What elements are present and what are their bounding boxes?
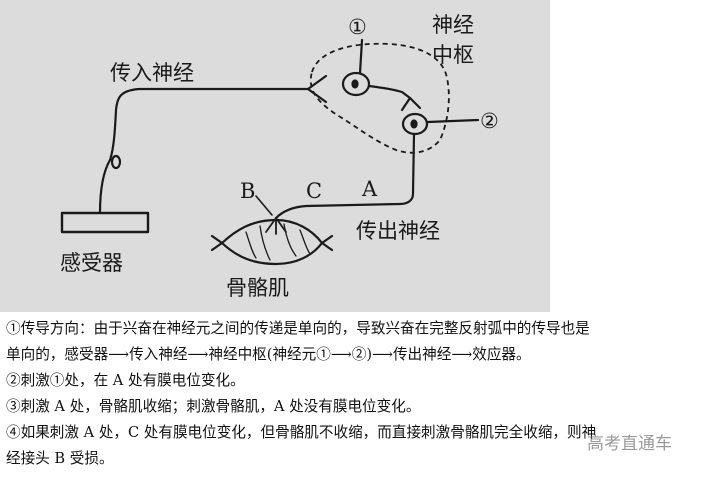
neuron-2-label: ② bbox=[480, 109, 499, 133]
skeletal-muscle-shape bbox=[220, 218, 324, 266]
nerve-center-dashed-outline bbox=[309, 42, 450, 154]
receptor-box bbox=[60, 211, 150, 234]
point-b-label: B bbox=[240, 179, 255, 203]
receptor-label: 感受器 bbox=[60, 251, 123, 275]
skeletal-muscle-label: 骨骼肌 bbox=[226, 276, 289, 300]
junction-b-endings bbox=[265, 217, 287, 235]
neuron-1-nucleus bbox=[351, 79, 359, 89]
synapse-fork-2 bbox=[400, 96, 422, 112]
efferent-nerve-label: 传出神经 bbox=[356, 219, 440, 243]
afferent-nerve-line bbox=[98, 87, 310, 215]
nerve-center-label-line2: 中枢 bbox=[432, 43, 474, 67]
reflex-arc-diagram: 传入神经 神经 中枢 ① ② 传出神经 感受器 骨骼肌 A B C bbox=[0, 0, 550, 312]
muscle-tendon-right bbox=[320, 234, 334, 252]
neuron-1-axon-up bbox=[358, 38, 364, 75]
neuron-1-label: ① bbox=[348, 15, 367, 39]
explanation-line: 经接头 B 受损。 bbox=[6, 450, 114, 467]
afferent-nerve-label: 传入神经 bbox=[110, 61, 194, 85]
neuron-1-body bbox=[341, 71, 371, 97]
watermark: 高考直通车 bbox=[587, 434, 672, 454]
efferent-nerve-line bbox=[274, 132, 416, 220]
nerve-center-label-line1: 神经 bbox=[432, 13, 474, 37]
explanation-text: ①传导方向：由于兴奋在神经元之间的传递是单向的，导致兴奋在完整反射弧中的传导也是… bbox=[6, 316, 706, 472]
muscle-striations bbox=[245, 223, 311, 261]
point-a-label: A bbox=[361, 177, 378, 201]
explanation-line: ①传导方向：由于兴奋在神经元之间的传递是单向的，导致兴奋在完整反射弧中的传导也是 bbox=[6, 320, 590, 337]
explanation-line: ②刺激①处，在 A 处有膜电位变化。 bbox=[6, 372, 245, 389]
reflex-arc-svg: 传入神经 神经 中枢 ① ② 传出神经 感受器 骨骼肌 A B C bbox=[60, 13, 499, 300]
point-c-label: C bbox=[306, 179, 322, 203]
neuron-2-nucleus bbox=[410, 119, 418, 129]
ganglion-loop bbox=[110, 154, 122, 170]
neuron-1-axon-right bbox=[367, 84, 412, 100]
synapse-fork-1 bbox=[306, 74, 328, 104]
muscle-tendon-left bbox=[210, 234, 224, 252]
neuron-2-pointer bbox=[426, 118, 480, 124]
explanation-line: ③刺激 A 处，骨骼肌收缩；刺激骨骼肌，A 处没有膜电位变化。 bbox=[6, 398, 421, 415]
explanation-line: ④如果刺激 A 处，C 处有膜电位变化，但骨骼肌不收缩，而直接刺激骨骼肌完全收缩… bbox=[6, 424, 597, 441]
explanation-line: 单向的，感受器⟶传入神经⟶神经中枢(神经元①⟶②)⟶传出神经⟶效应器。 bbox=[6, 346, 531, 363]
junction-b-pointer bbox=[255, 195, 273, 216]
